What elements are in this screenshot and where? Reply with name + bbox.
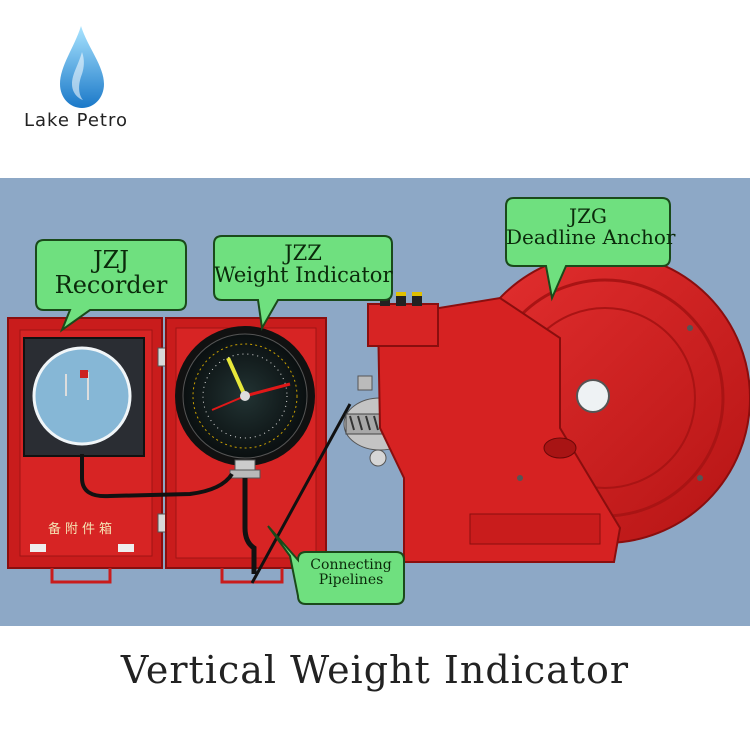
- connecting-hose: [80, 454, 234, 499]
- pipelines-line2: Pipelines: [318, 571, 384, 588]
- callout-recorder-text: JZJ Recorder: [36, 246, 186, 300]
- callout-recorder: [35, 239, 187, 333]
- equipment-drawing: 备附件箱: [0, 178, 750, 626]
- equipment-illustration: 备附件箱: [0, 178, 750, 626]
- gauge-needle-yellow: [226, 357, 247, 397]
- deadline-anchor: [367, 252, 750, 563]
- callout-weight-indicator-text: JZZ Weight Indicator: [214, 242, 392, 286]
- caption: Vertical Weight Indicator: [120, 648, 630, 692]
- deadline-anchor-code: JZG: [569, 204, 607, 228]
- box-label: 备附件箱: [48, 521, 116, 537]
- pipelines-line1: Connecting: [310, 557, 392, 573]
- gauge-needle-red: [244, 382, 291, 398]
- brand-name: Lake Petro: [24, 110, 128, 131]
- callout-weight-indicator: [213, 235, 393, 332]
- callout-deadline-anchor-text: JZG Deadline Anchor: [506, 204, 676, 249]
- callout-pipelines: [267, 525, 405, 605]
- recorder-code: JZJ: [93, 246, 129, 274]
- lake-petro-logo: [60, 26, 104, 108]
- pipeline-line: [250, 403, 352, 584]
- weight-indicator-box: [165, 317, 327, 584]
- weight-indicator-code: JZZ: [284, 241, 322, 265]
- deadline-anchor-label: Deadline Anchor: [506, 225, 676, 249]
- water-drop-icon: [60, 26, 104, 108]
- recorder-label: Recorder: [54, 271, 168, 300]
- recorder-chart: [32, 346, 132, 446]
- anchor-hub: [576, 379, 610, 413]
- anchor-base: [376, 296, 622, 563]
- callout-pipelines-text: Connecting Pipelines: [298, 558, 404, 587]
- callout-deadline-anchor: [505, 197, 671, 302]
- weight-indicator-label: Weight Indicator: [214, 263, 393, 288]
- recorder-box: 备附件箱: [7, 317, 163, 584]
